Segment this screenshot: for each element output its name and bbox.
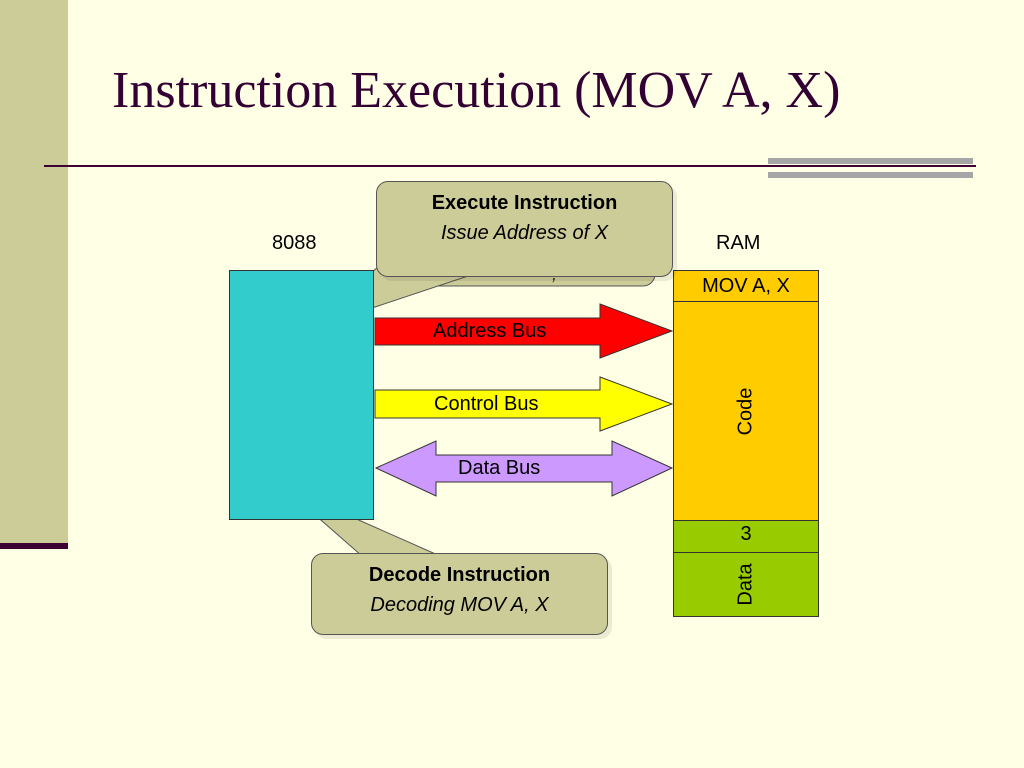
slide-title: Instruction Execution (MOV A, X) <box>112 62 841 119</box>
execute-callout: Execute Instruction Issue Address of X <box>376 181 673 277</box>
ram-code-label: Code <box>734 387 757 435</box>
ram-label: RAM <box>716 232 761 254</box>
control-bus-arrow <box>374 376 674 432</box>
execute-callout-detail: Issue Address of X <box>440 222 609 244</box>
ram-cell-value: 3 <box>673 520 819 553</box>
ram-code-segment: Code <box>673 301 819 521</box>
ram-data-segment: Data <box>673 552 819 617</box>
data-bus-label: Data Bus <box>458 457 541 479</box>
ram-data-label: Data <box>734 563 757 606</box>
data-bus-arrow <box>374 440 674 497</box>
title-divider <box>44 165 976 167</box>
decode-callout: Decode Instruction Decoding MOV A, X <box>311 553 608 635</box>
decode-callout-heading: Decode Instruction <box>368 564 551 586</box>
sidebar-decoration <box>0 0 68 545</box>
sidebar-foot-bar <box>0 543 68 549</box>
address-bus-arrow <box>374 303 674 359</box>
decorative-bar-bottom <box>768 172 973 178</box>
ram-value-text: 3 <box>740 523 752 545</box>
cpu-block-8088 <box>229 270 374 520</box>
ram-cell-instruction: MOV A, X <box>673 270 819 302</box>
decorative-bar-top <box>768 158 973 164</box>
control-bus-label: Control Bus <box>434 393 539 415</box>
decode-callout-detail: Decoding MOV A, X <box>370 594 549 616</box>
address-bus-label: Address Bus <box>433 320 547 342</box>
ram-instruction-text: MOV A, X <box>702 274 790 297</box>
cpu-label: 8088 <box>272 232 317 254</box>
execute-callout-heading: Execute Instruction <box>431 192 618 214</box>
